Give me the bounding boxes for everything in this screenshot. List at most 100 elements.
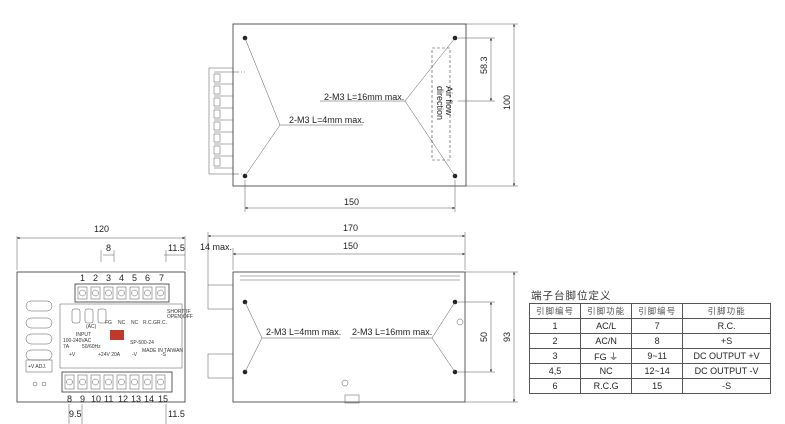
cell: 4,5 [528, 363, 582, 379]
header-pin-function: 引脚功能 [580, 303, 633, 319]
pin-number: 4 [119, 273, 124, 283]
cell: 12~14 [631, 363, 684, 379]
plus-v-label: +V [69, 352, 76, 358]
cell: 8 [631, 333, 684, 349]
minus-v-label: -V [132, 352, 138, 358]
airflow-label-1: Air flow [444, 86, 454, 116]
input-label: INPUT [76, 332, 91, 338]
bottom-terminal-block [61, 371, 173, 393]
pin-number: 11 [104, 394, 113, 404]
pin-number: 9 [80, 394, 85, 404]
cell: 2 [528, 333, 582, 349]
short-label-2: OPEN)OFF [167, 314, 193, 320]
short-label-1: SHORT(IF [167, 309, 191, 315]
pin-table-title: 端子台脚位定义 [531, 290, 612, 302]
cell: R.C.G [580, 378, 633, 394]
cell: DC OUTPUT -V [682, 363, 771, 379]
pin-number: 10 [91, 394, 101, 404]
top-view-terminal-fins [208, 67, 234, 175]
pin-label-nc: NC [118, 320, 126, 326]
side-dim-h-total: 93 [502, 332, 512, 342]
pin-number: 8 [67, 394, 72, 404]
pin-number: 13 [131, 394, 141, 404]
origin-label: MADE IN TAIWAN [142, 348, 183, 354]
side-view-outline [232, 271, 466, 403]
cell: 1 [528, 318, 582, 334]
top-dim-height: 100 [502, 95, 512, 110]
label-plate [59, 303, 183, 369]
front-view: 120 8 11.5 1 2 3 4 5 6 7 [16, 224, 193, 424]
front-dim-pin-gap: 8 [106, 243, 111, 253]
pin-number: 7 [159, 273, 164, 283]
top-view-outline [232, 23, 467, 187]
cell: DC OUTPUT +V [682, 348, 771, 364]
cell: +S [682, 333, 771, 349]
terminal-protrusion [207, 353, 234, 379]
pin-number: 12 [118, 394, 128, 404]
input-freq: 50/60Hz [82, 344, 101, 350]
side-dim-body: 150 [343, 241, 358, 251]
top-terminal-block [74, 283, 170, 303]
pin-number: 6 [145, 273, 150, 283]
pin-label-rc: R.C. [157, 320, 167, 326]
pin-label-nc: NC [131, 320, 139, 326]
side-view: 170 150 14 max. 2-M3 L=4mm max. 2-M3 L=1… [200, 223, 518, 404]
front-dim-width: 120 [94, 224, 109, 234]
front-dim-side-top: 11.5 [168, 243, 185, 253]
led-indicator [32, 381, 38, 387]
cell: 3 [528, 348, 582, 364]
top-screw-short-label: 2-M3 L=4mm max. [289, 115, 364, 125]
cell: FG ⏚ [580, 348, 633, 364]
top-dim-width: 150 [344, 197, 359, 207]
adj-label-box [25, 359, 53, 373]
top-dim-offset: 58.3 [479, 56, 489, 74]
adj-label: +V ADJ. [28, 364, 46, 370]
pin-label-rcg: R.C.G [143, 320, 157, 326]
terminal-protrusion [207, 284, 234, 310]
cell: AC/N [580, 333, 633, 349]
side-notch [344, 394, 360, 404]
airflow-region [431, 47, 451, 161]
minus-s-label: -S [161, 352, 167, 358]
top-screw-long-label: 2-M3 L=16mm max. [324, 92, 404, 102]
cell: -S [682, 378, 771, 394]
bottom-pin-numbers: 8 9 10 11 12 13 14 15 [67, 394, 168, 404]
cell: 7 [631, 318, 684, 334]
front-dim-bottom-left: 9.5 [69, 409, 82, 419]
adj-pot [41, 381, 47, 387]
cell: 9~11 [631, 348, 684, 364]
ground-hole [456, 318, 464, 326]
side-hole [341, 379, 349, 387]
header-pin-number: 引脚编号 [528, 303, 582, 319]
cell: R.C. [682, 318, 771, 334]
pin-number: 3 [106, 273, 111, 283]
header-pin-function: 引脚功能 [682, 303, 771, 319]
pin-number: 5 [132, 273, 137, 283]
front-dim-bottom-right: 11.5 [168, 409, 185, 419]
model-label: SP-500-24 [130, 340, 154, 346]
pin-number: 1 [80, 273, 85, 283]
table-row: 3 FG ⏚ 9~11 DC OUTPUT +V [528, 348, 771, 364]
table-row: 4,5 NC 12~14 DC OUTPUT -V [528, 363, 771, 379]
pin-definition-table: 引脚编号 引脚功能 引脚编号 引脚功能 1 AC/L 7 R.C. 2 AC/N… [528, 303, 771, 394]
cell: NC [580, 363, 633, 379]
pin-number: 14 [144, 394, 154, 404]
header-pin-number: 引脚编号 [631, 303, 684, 319]
side-dim-total: 170 [343, 223, 358, 233]
side-screw-short-label: 2-M3 L=4mm max. [266, 327, 341, 337]
cell: 6 [528, 378, 582, 394]
pin-number: 2 [93, 273, 98, 283]
cell: AC/L [580, 318, 633, 334]
cell: 15 [631, 378, 684, 394]
table-row: 2 AC/N 8 +S [528, 333, 771, 349]
side-screw-long-label: 2-M3 L=16mm max. [352, 327, 432, 337]
pin-label-fg: FG [105, 320, 112, 326]
airflow-label-2: direction [435, 86, 445, 120]
vent-holes [25, 300, 53, 361]
table-row: 1 AC/L 7 R.C. [528, 318, 771, 334]
side-dim-depth: 14 max. [200, 242, 232, 252]
pin-number: 15 [158, 394, 168, 404]
top-view: 2-M3 L=16mm max. 2-M3 L=4mm max. Air flo… [208, 23, 518, 212]
table-header-row: 引脚编号 引脚功能 引脚编号 引脚功能 [528, 303, 771, 319]
